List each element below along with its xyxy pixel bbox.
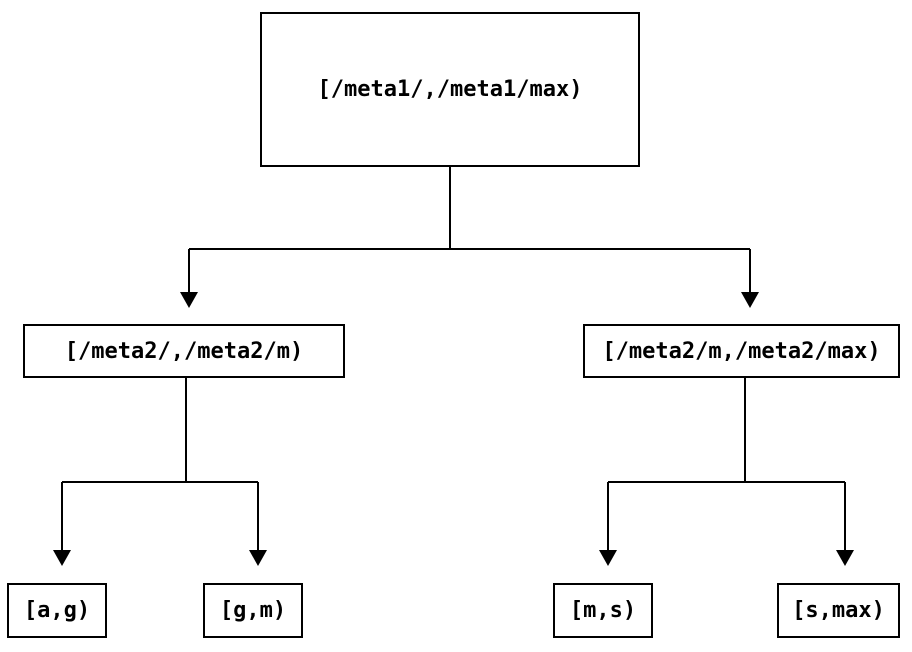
- tree-node-leaf-ag-label: [a,g): [23, 598, 91, 623]
- arrowhead-left-child-icon: [180, 292, 198, 308]
- tree-node-leaf-ms: [m,s): [553, 583, 653, 638]
- tree-node-leaf-gm-label: [g,m): [219, 598, 287, 623]
- tree-node-leaf-gm: [g,m): [203, 583, 303, 638]
- arrowhead-right-child-icon: [741, 292, 759, 308]
- arrowhead-leaf2-icon: [249, 550, 267, 566]
- tree-node-meta2-left-label: [/meta2/,/meta2/m): [64, 338, 304, 364]
- tree-node-leaf-smax-label: [s,max): [792, 598, 885, 623]
- arrowhead-leaf4-icon: [836, 550, 854, 566]
- tree-node-leaf-smax: [s,max): [777, 583, 900, 638]
- tree-node-leaf-ag: [a,g): [7, 583, 107, 638]
- arrowhead-leaf1-icon: [53, 550, 71, 566]
- tree-node-leaf-ms-label: [m,s): [569, 598, 637, 623]
- arrowhead-leaf3-icon: [599, 550, 617, 566]
- tree-node-meta2-right: [/meta2/m,/meta2/max): [583, 324, 900, 378]
- tree-node-meta2-left: [/meta2/,/meta2/m): [23, 324, 345, 378]
- tree-node-root-label: [/meta1/,/meta1/max): [317, 77, 583, 102]
- tree-node-meta2-right-label: [/meta2/m,/meta2/max): [602, 338, 881, 364]
- tree-node-root: [/meta1/,/meta1/max): [260, 12, 640, 167]
